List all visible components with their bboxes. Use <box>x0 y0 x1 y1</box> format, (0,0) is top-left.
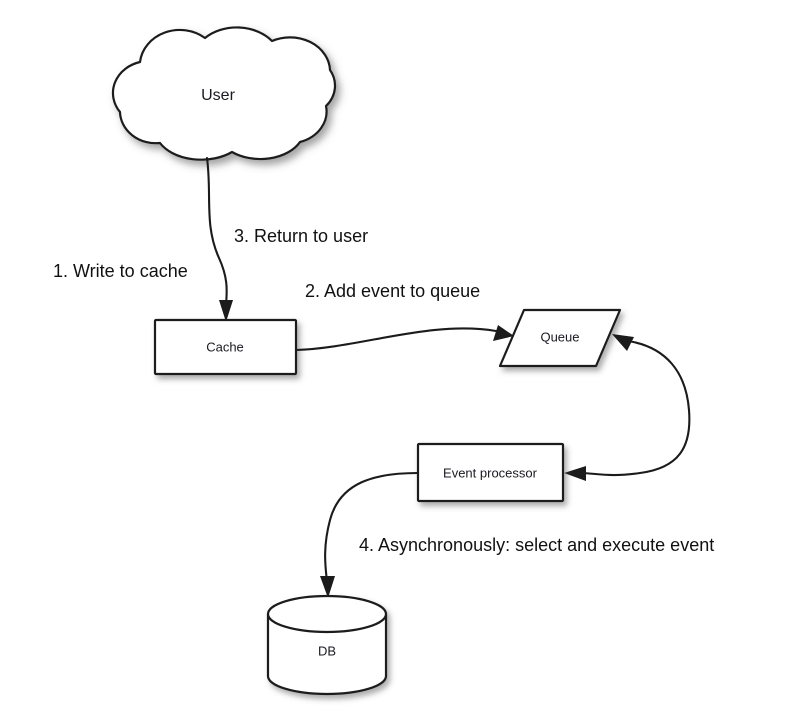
edge-queue-to-event-processor[interactable] <box>564 334 691 481</box>
node-db[interactable]: DB <box>266 594 388 696</box>
node-user[interactable]: User <box>111 26 337 161</box>
node-queue[interactable]: Queue <box>498 308 622 368</box>
node-event-processor-label: Event processor <box>443 465 538 480</box>
arrowhead-cache <box>219 300 233 322</box>
node-user-label: User <box>201 87 235 104</box>
node-cache-label: Cache <box>206 339 244 354</box>
arrowhead-db <box>320 576 335 598</box>
arrowhead-queue-in <box>493 325 514 341</box>
arrowhead-event-processor <box>564 466 586 481</box>
node-cache[interactable]: Cache <box>153 318 298 376</box>
step-label-2: 2. Add event to queue <box>305 281 480 301</box>
node-queue-label: Queue <box>540 329 579 344</box>
node-event-processor[interactable]: Event processor <box>416 442 565 503</box>
step-label-4: 4. Asynchronously: select and execute ev… <box>359 535 714 555</box>
step-label-3: 3. Return to user <box>234 226 368 246</box>
arrowhead-queue-right <box>612 334 634 351</box>
step-label-1: 1. Write to cache <box>53 261 188 281</box>
edge-event-processor-to-db[interactable] <box>320 471 420 598</box>
node-db-label: DB <box>318 643 336 658</box>
edge-user-to-cache[interactable] <box>205 156 233 322</box>
edge-cache-to-queue[interactable] <box>294 325 514 352</box>
